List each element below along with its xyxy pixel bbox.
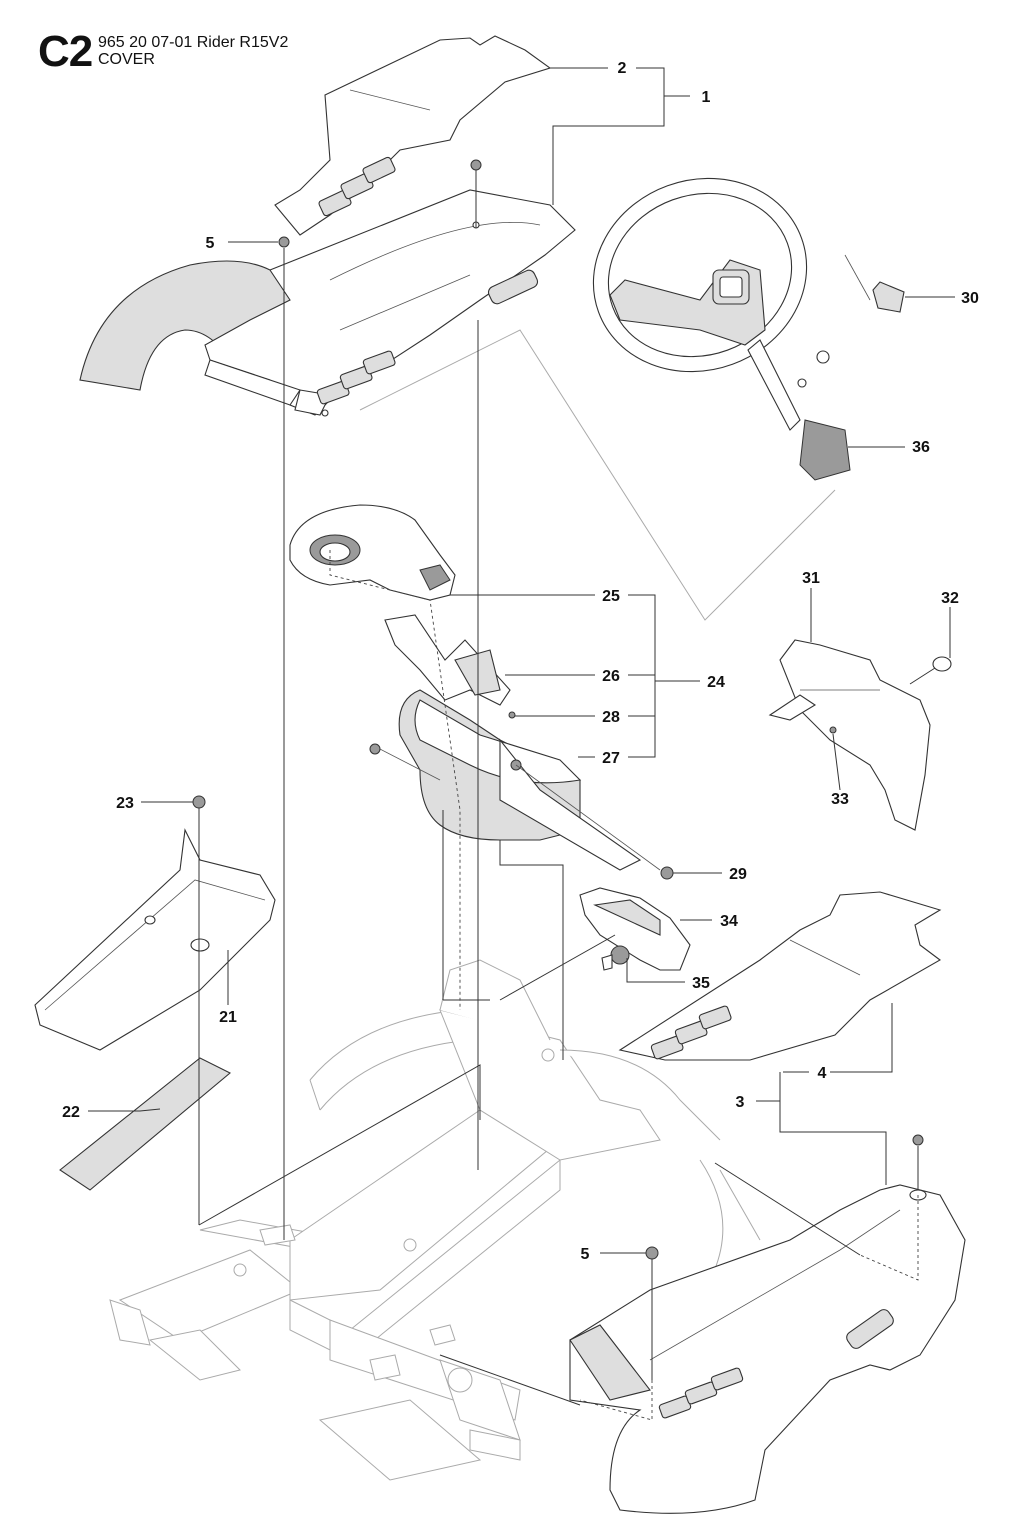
part-2-top-mat <box>274 35 552 236</box>
diagram-code: C2 <box>38 27 93 76</box>
screw-5-lower <box>645 1134 924 1260</box>
callout-27: 27 <box>602 750 620 767</box>
callout-3: 3 <box>736 1094 745 1111</box>
part-27-console-body <box>398 689 642 871</box>
callout-2: 2 <box>618 60 627 77</box>
part-1-rear-cover <box>79 189 576 417</box>
callout-21: 21 <box>219 1009 237 1026</box>
callout-labels: 2 1 5 30 36 31 32 25 26 24 28 27 33 23 2… <box>62 60 979 1263</box>
part-25-console-top <box>289 504 456 601</box>
callout-1: 1 <box>702 89 711 106</box>
part-4-front-mat <box>618 891 942 1061</box>
leader-lines <box>88 67 955 1421</box>
callout-24: 24 <box>707 674 725 691</box>
part-35-switch <box>601 945 630 971</box>
callout-23: 23 <box>116 795 134 812</box>
callout-28: 28 <box>602 709 620 726</box>
callout-26: 26 <box>602 668 620 685</box>
part-22-strip <box>59 1057 231 1191</box>
part-32-pin <box>909 656 952 685</box>
part-34-bracket <box>579 887 691 971</box>
callout-33: 33 <box>831 791 849 808</box>
callout-32: 32 <box>941 590 959 607</box>
callout-4: 4 <box>818 1065 827 1082</box>
part-21-side-cover <box>34 828 276 1051</box>
part-23-screw <box>192 795 206 809</box>
part-29-screw <box>515 764 674 880</box>
model-title: 965 20 07-01 Rider R15V2 <box>98 34 289 51</box>
callout-5-lower: 5 <box>581 1246 590 1263</box>
callout-31: 31 <box>802 570 820 587</box>
callout-35: 35 <box>692 975 710 992</box>
chassis-frame <box>109 959 761 1481</box>
callout-5-upper: 5 <box>206 235 215 252</box>
assembly-name: COVER <box>98 51 155 68</box>
callout-29: 29 <box>729 866 747 883</box>
callout-36: 36 <box>912 439 930 456</box>
part-26-console-panel <box>384 614 511 706</box>
callout-30: 30 <box>961 290 979 307</box>
part-3-front-cover <box>569 1184 966 1514</box>
part-31-bracket <box>768 639 931 831</box>
callout-25: 25 <box>602 588 620 605</box>
callout-22: 22 <box>62 1104 80 1121</box>
callout-34: 34 <box>720 913 738 930</box>
steering-wheel <box>359 177 905 621</box>
